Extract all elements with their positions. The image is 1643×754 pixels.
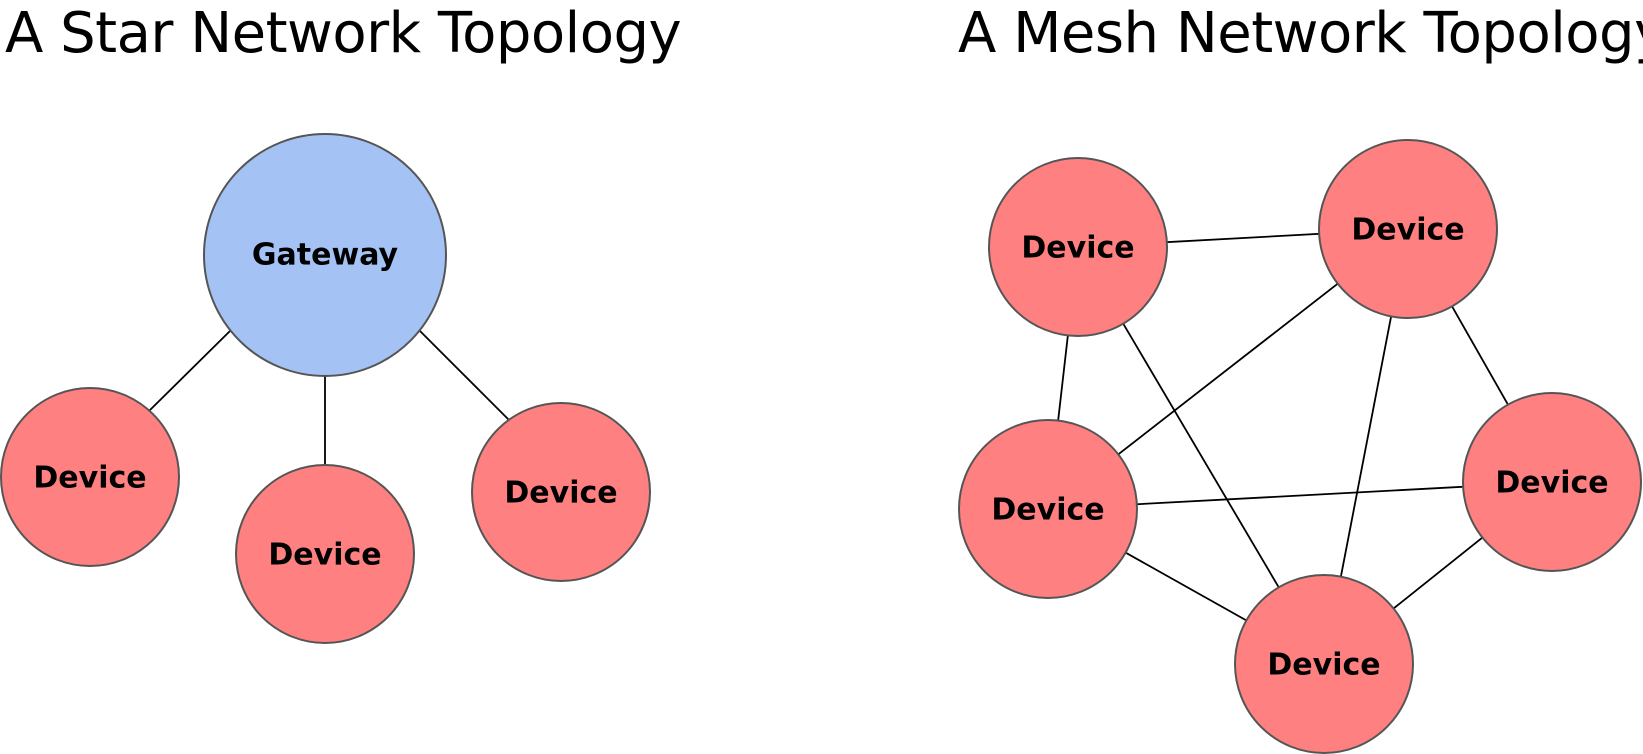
device-circle (1462, 392, 1642, 572)
device-circle (235, 464, 415, 644)
device-label: Device (1021, 231, 1134, 266)
device-circle (958, 419, 1138, 599)
device-circle (988, 157, 1168, 337)
star-device-node: Device (235, 464, 415, 644)
gateway-circle (203, 133, 447, 377)
star-topology-title: A Star Network Topology (5, 1, 682, 66)
mesh-topology: Device Device Device Device Device (958, 139, 1642, 754)
device-label: Device (268, 538, 381, 573)
star-topology: Gateway Device Device Device (0, 133, 651, 644)
device-label: Device (991, 493, 1104, 528)
gateway-label: Gateway (252, 238, 399, 273)
device-label: Device (1267, 648, 1380, 683)
star-device-node: Device (471, 402, 651, 582)
star-gateway-node: Gateway (203, 133, 447, 377)
mesh-device-node: Device (988, 157, 1168, 337)
device-circle (471, 402, 651, 582)
device-circle (1318, 139, 1498, 319)
mesh-topology-title: A Mesh Network Topology (958, 1, 1643, 66)
device-circle (0, 387, 180, 567)
mesh-device-node: Device (1234, 574, 1414, 754)
device-label: Device (33, 461, 146, 496)
mesh-device-node: Device (1318, 139, 1498, 319)
mesh-device-node: Device (958, 419, 1138, 599)
star-edge-gateway-device-1 (148, 330, 231, 412)
star-edge-gateway-device-3 (419, 330, 511, 422)
device-circle (1234, 574, 1414, 754)
mesh-device-node: Device (1462, 392, 1642, 572)
device-label: Device (1351, 213, 1464, 248)
device-label: Device (1495, 466, 1608, 501)
device-label: Device (504, 476, 617, 511)
star-device-node: Device (0, 387, 180, 567)
